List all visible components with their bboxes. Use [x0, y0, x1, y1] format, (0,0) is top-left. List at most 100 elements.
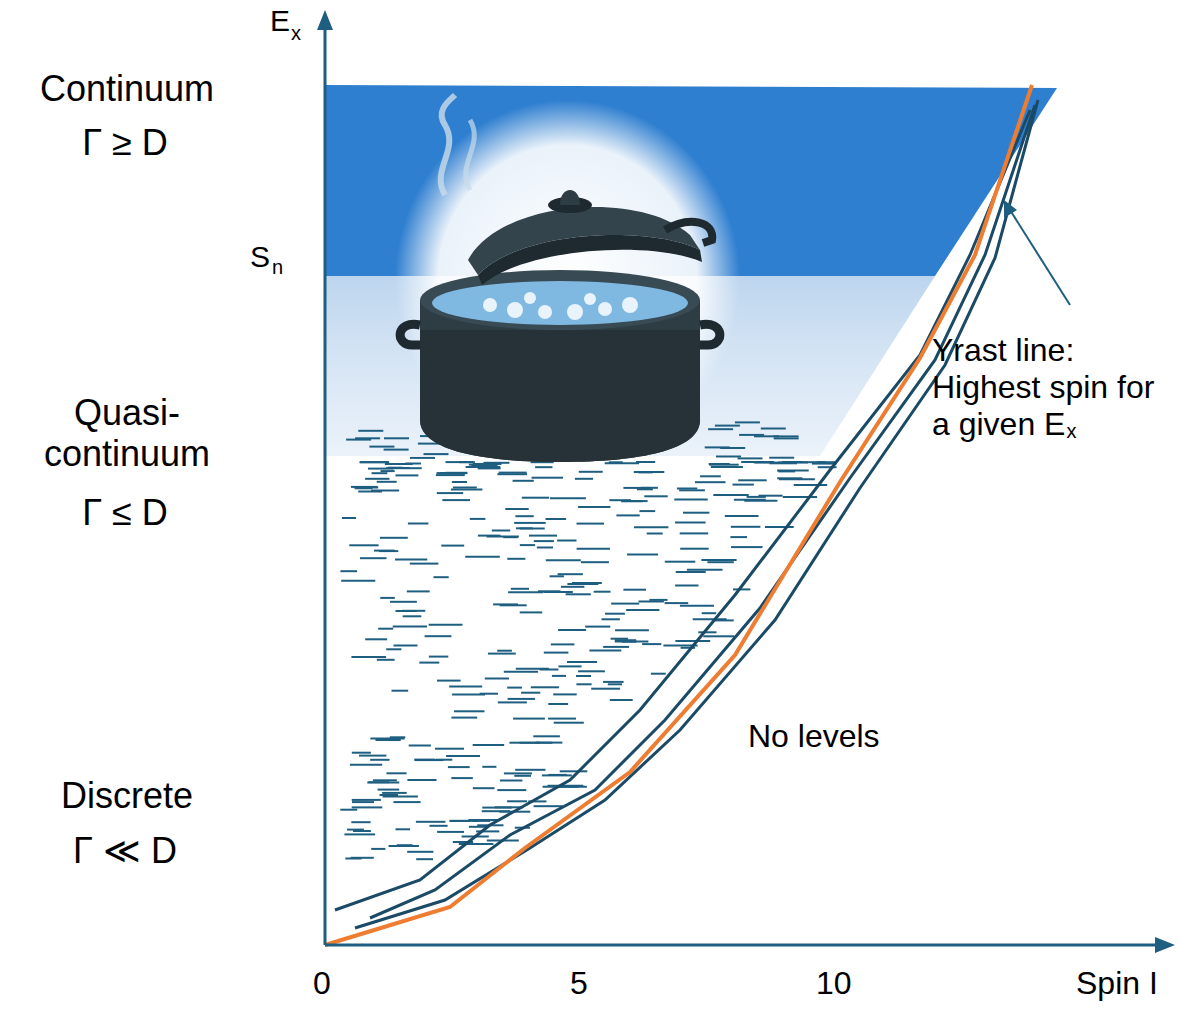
level-dash: [554, 722, 584, 724]
level-dash: [390, 736, 406, 738]
level-dash: [513, 718, 545, 720]
level-dash: [429, 624, 463, 626]
level-dash: [372, 472, 388, 474]
level-dash: [482, 766, 496, 768]
level-dash: [442, 499, 470, 501]
level-dash: [665, 561, 696, 563]
text-label: Continuum: [12, 68, 242, 109]
level-dash: [511, 588, 529, 590]
level-dash: [446, 755, 480, 757]
level-dash: [466, 466, 501, 468]
level-dash: [380, 794, 399, 796]
level-dash: [675, 640, 710, 642]
level-dash: [695, 481, 726, 483]
level-dash: [446, 461, 474, 463]
level-dash: [371, 848, 385, 850]
level-dash: [515, 769, 545, 771]
level-dash: [634, 471, 665, 473]
level-dash: [558, 573, 583, 575]
level-dash: [634, 526, 668, 528]
level-dash: [448, 766, 470, 768]
level-dash: [351, 656, 386, 658]
level-dash: [675, 585, 698, 587]
level-dash: [403, 615, 422, 617]
level-dash: [392, 690, 409, 692]
level-dash: [731, 546, 763, 548]
level-dash: [453, 487, 477, 489]
level-dash: [451, 717, 477, 719]
pot: [400, 95, 720, 462]
level-dash: [349, 544, 378, 546]
level-dash: [754, 435, 779, 437]
level-dash: [577, 523, 605, 525]
text-label: E: [270, 4, 290, 39]
text-label: Discrete: [12, 775, 242, 816]
level-dash: [345, 858, 361, 860]
level-dash: [708, 428, 733, 430]
level-dash: [514, 522, 546, 524]
level-dash: [522, 497, 549, 499]
level-dash: [529, 535, 557, 537]
level-dash: [578, 506, 610, 508]
level-dash: [382, 792, 407, 794]
text-label: S: [250, 240, 270, 275]
level-dash: [407, 851, 433, 853]
level-dash: [769, 457, 794, 459]
level-dash: [731, 526, 761, 528]
level-dash: [730, 536, 747, 538]
level-dash: [535, 466, 552, 468]
level-dash: [560, 770, 588, 772]
level-dash: [534, 540, 554, 542]
level-dash: [469, 464, 494, 466]
level-dash: [579, 471, 603, 473]
level-dash: [651, 673, 666, 675]
level-dash: [424, 453, 449, 455]
level-dash: [521, 692, 540, 694]
level-dash: [429, 656, 448, 658]
level-dash: [380, 537, 408, 539]
level-dash: [381, 470, 395, 472]
level-dash: [340, 809, 357, 811]
level-dash: [373, 779, 397, 781]
level-dash: [396, 828, 411, 830]
level-dash: [498, 701, 527, 703]
level-dash: [358, 430, 383, 432]
level-dash: [390, 601, 417, 603]
level-dash: [783, 496, 817, 498]
level-dash: [350, 764, 382, 766]
level-dash: [649, 599, 667, 601]
level-dash: [603, 646, 629, 648]
level-dash: [576, 675, 591, 677]
level-dash: [701, 559, 736, 561]
level-dash: [537, 547, 553, 549]
level-dash: [508, 698, 535, 700]
level-dash: [369, 781, 390, 783]
level-dash: [352, 799, 381, 801]
tick-label: 5: [570, 965, 588, 1002]
level-dash: [733, 588, 750, 590]
level-dash: [716, 456, 741, 458]
level-dash: [402, 610, 425, 612]
level-dash: [622, 641, 636, 643]
level-dash: [572, 582, 602, 584]
level-dash: [765, 526, 794, 528]
level-dash: [384, 449, 409, 451]
level-dash: [369, 446, 394, 448]
level-dash: [707, 561, 733, 563]
level-dash: [550, 575, 564, 577]
level-dash: [385, 463, 413, 465]
level-dash: [546, 518, 567, 520]
level-dash: [396, 474, 419, 476]
level-dash: [609, 461, 623, 463]
level-dash: [576, 683, 591, 685]
level-dash: [419, 662, 439, 664]
level-dash: [591, 688, 620, 690]
level-dash: [410, 457, 435, 459]
level-dash: [360, 461, 389, 463]
level-dash: [674, 498, 707, 500]
level-dash: [488, 653, 516, 655]
level-dash: [497, 650, 512, 652]
level-dash: [559, 665, 582, 667]
level-dash: [380, 597, 395, 599]
level-dash: [540, 669, 559, 671]
